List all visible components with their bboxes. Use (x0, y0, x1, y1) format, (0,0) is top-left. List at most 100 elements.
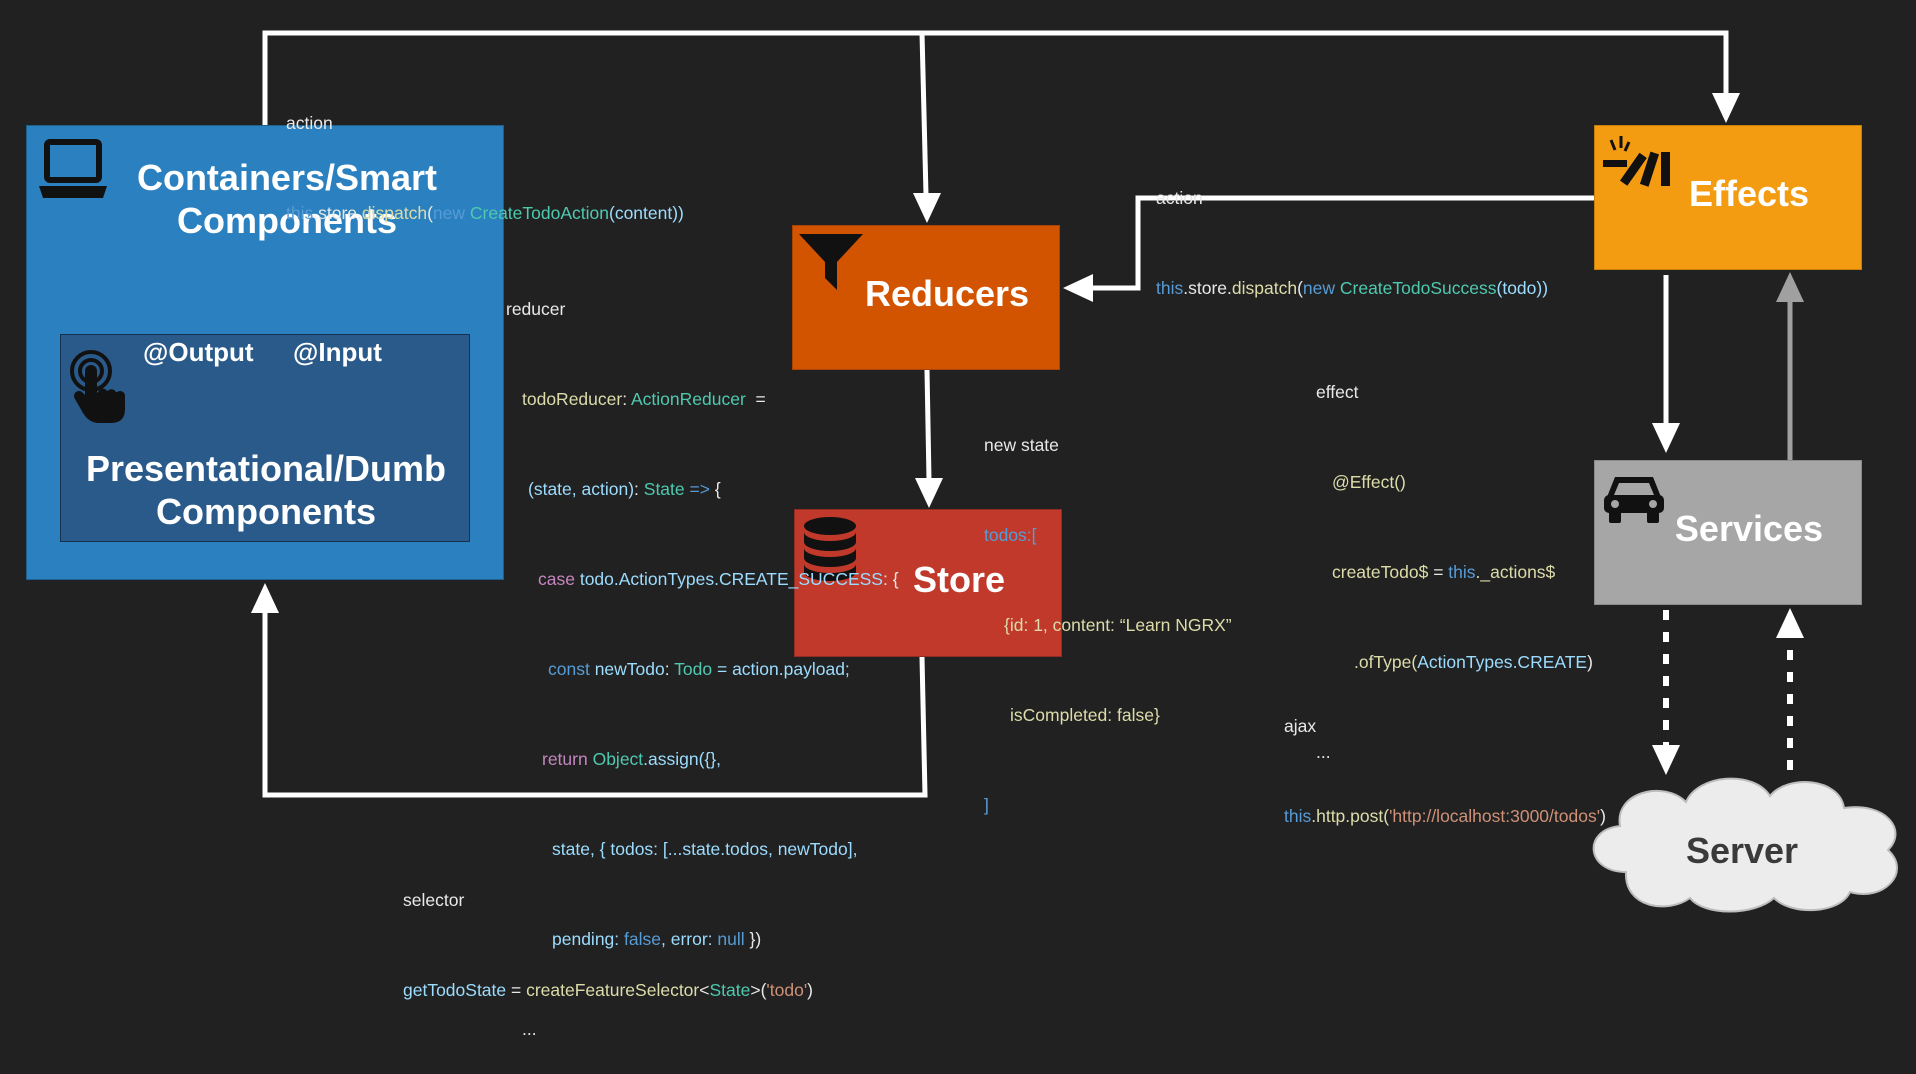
reducer-l2-type: State (643, 479, 685, 499)
effects-to-reducers (1092, 195, 1594, 291)
reducer-l2-colon: : (634, 479, 644, 499)
reducer-l1-name: todoReducer (522, 389, 623, 409)
new-state-l2a: {id: 1, content: (1004, 615, 1120, 635)
selector-annotation: selector getTodoState = createFeatureSel… (403, 825, 813, 1035)
ajax-url: 'http://localhost:3000/todos' (1389, 806, 1601, 826)
effect-l3-of: .ofType( (1354, 652, 1418, 672)
ajax-this: this (1284, 806, 1312, 826)
effect-l2-name: createTodo$ (1332, 562, 1429, 582)
reducer-l4-const: const (548, 659, 590, 679)
reducer-l3-const: CREATE_SUCCESS (718, 569, 883, 589)
action-left-open: ( (427, 203, 433, 223)
action-left-annotation: action this.store.dispatch(new CreateTod… (286, 48, 684, 258)
reducer-line5: return Object.assign({}, (506, 744, 899, 774)
selector-end: ) (807, 980, 813, 1000)
containers-title: Containers/Smart Components (87, 156, 487, 242)
action-right-dispatch: dispatch (1231, 278, 1298, 298)
selector-eq: = (506, 980, 527, 1000)
services-up-arrowhead (1776, 608, 1804, 638)
presentational-title: Presentational/Dumb Components (61, 447, 471, 533)
selector-code: getTodoState = createFeatureSelector<Sta… (403, 975, 813, 1005)
reducer-l1-eq: = (745, 389, 766, 409)
reducers-box[interactable]: Reducers (792, 225, 1060, 370)
reducer-l2-open: (state, action) (528, 479, 635, 499)
selector-lt: < (699, 980, 710, 1000)
laptop-icon (39, 139, 107, 198)
reducers-arrowhead (913, 193, 941, 223)
reducer-l3-end: : { (882, 569, 899, 589)
reducer-line1: todoReducer: ActionReducer = (506, 384, 899, 414)
containers-arrowhead (251, 583, 279, 613)
reducer-line4: const newTodo: Todo = action.payload; (506, 654, 899, 684)
reducer-line3: case todo.ActionTypes.CREATE_SUCCESS: { (506, 564, 899, 594)
new-state-label: new state (984, 435, 1059, 455)
reducer-l5-rest: .assign({}, (643, 749, 721, 769)
action-right-open: ( (1297, 278, 1303, 298)
effects-box[interactable]: Effects (1594, 125, 1862, 270)
selector-fn: createFeatureSelector (526, 980, 700, 1000)
new-state-line1: todos:[ (984, 525, 1037, 545)
effect-l3-type: ActionTypes (1417, 652, 1513, 672)
reducers-title: Reducers (864, 273, 1030, 314)
new-state-annotation: new state todos:[ {id: 1, content: “Lear… (984, 370, 1232, 850)
reducer-l7-pending: pending: (552, 929, 625, 949)
services-title: Services (1674, 508, 1824, 549)
presentational-dumb-components-box[interactable]: @Output @Input Presentational/Dumb Compo… (60, 334, 470, 542)
action-left-code: this.store.dispatch(new CreateTodoAction… (286, 198, 684, 228)
reducer-l2-arrow: => (684, 479, 715, 499)
server-arrowhead (1652, 745, 1680, 775)
dominoes-icon (1603, 136, 1670, 187)
input-label: @Input (293, 337, 382, 367)
action-right-class: CreateTodoSuccess (1339, 278, 1497, 298)
selector-label: selector (403, 890, 465, 910)
server-title: Server (1686, 830, 1798, 871)
reducers-drop (919, 32, 929, 196)
containers-title-line2: Components (177, 200, 397, 242)
action-left-store: .store. (313, 203, 362, 223)
action-left-label: action (286, 113, 333, 133)
containers-title-line1: Containers/Smart (136, 157, 438, 198)
services-box[interactable]: Services (1594, 460, 1862, 605)
reducer-l5-object: Object (587, 749, 644, 769)
selector-arg: 'todo' (766, 980, 808, 1000)
server-cloud[interactable]: Server (1578, 768, 1912, 916)
effect-line4: ... (1316, 742, 1331, 762)
new-state-l2b: “Learn NGRX” (1119, 615, 1232, 635)
reducer-l4-rest: = action.payload; (712, 659, 850, 679)
store-box[interactable]: Store (794, 509, 1062, 657)
effect-l3-const: .CREATE (1512, 652, 1588, 672)
reducer-line7: pending: false, error: null }) (506, 924, 899, 954)
reducer-l4-name: newTodo (589, 659, 665, 679)
effects-up-arrowhead (1776, 272, 1804, 302)
reducer-l7-end: }) (744, 929, 762, 949)
reducer-l5-return: return (542, 749, 588, 769)
effect-label: effect (1316, 382, 1359, 402)
effect-l2-eq: = (1428, 562, 1449, 582)
effect-line3: .ofType(ActionTypes.CREATE) (1316, 647, 1593, 677)
reducer-l4-colon: : (664, 659, 675, 679)
store-to-containers (262, 612, 928, 798)
reducer-l7-false: false (624, 929, 661, 949)
effect-l2-rest: ._actions$ (1475, 562, 1556, 582)
action-right-this: this (1156, 278, 1184, 298)
effects-arrowhead (1712, 93, 1740, 123)
reducer-line2: (state, action): State => { (506, 474, 899, 504)
selector-gt: >( (750, 980, 767, 1000)
effects-title: Effects (1688, 173, 1810, 214)
action-left-args: (content)) (609, 203, 684, 223)
selector-name: getTodoState (403, 980, 507, 1000)
filter-icon (799, 234, 863, 290)
reducers-left-arrowhead (1063, 274, 1093, 302)
action-right-label: action (1156, 188, 1203, 208)
new-state-l3b: false} (1117, 705, 1160, 725)
ajax-annotation: ajax this.http.post('http://localhost:30… (1284, 651, 1606, 861)
action-left-new: new (432, 203, 465, 223)
reducer-l7-mid: , error: (660, 929, 718, 949)
services-arrowhead (1652, 423, 1680, 453)
containers-smart-components-box[interactable]: Containers/Smart Components @Output @Inp… (26, 125, 504, 580)
car-icon (1604, 477, 1664, 523)
store-arrowhead (915, 478, 943, 508)
ajax-end: ) (1600, 806, 1606, 826)
action-rail (262, 30, 1729, 125)
action-right-args: (todo)) (1496, 278, 1549, 298)
